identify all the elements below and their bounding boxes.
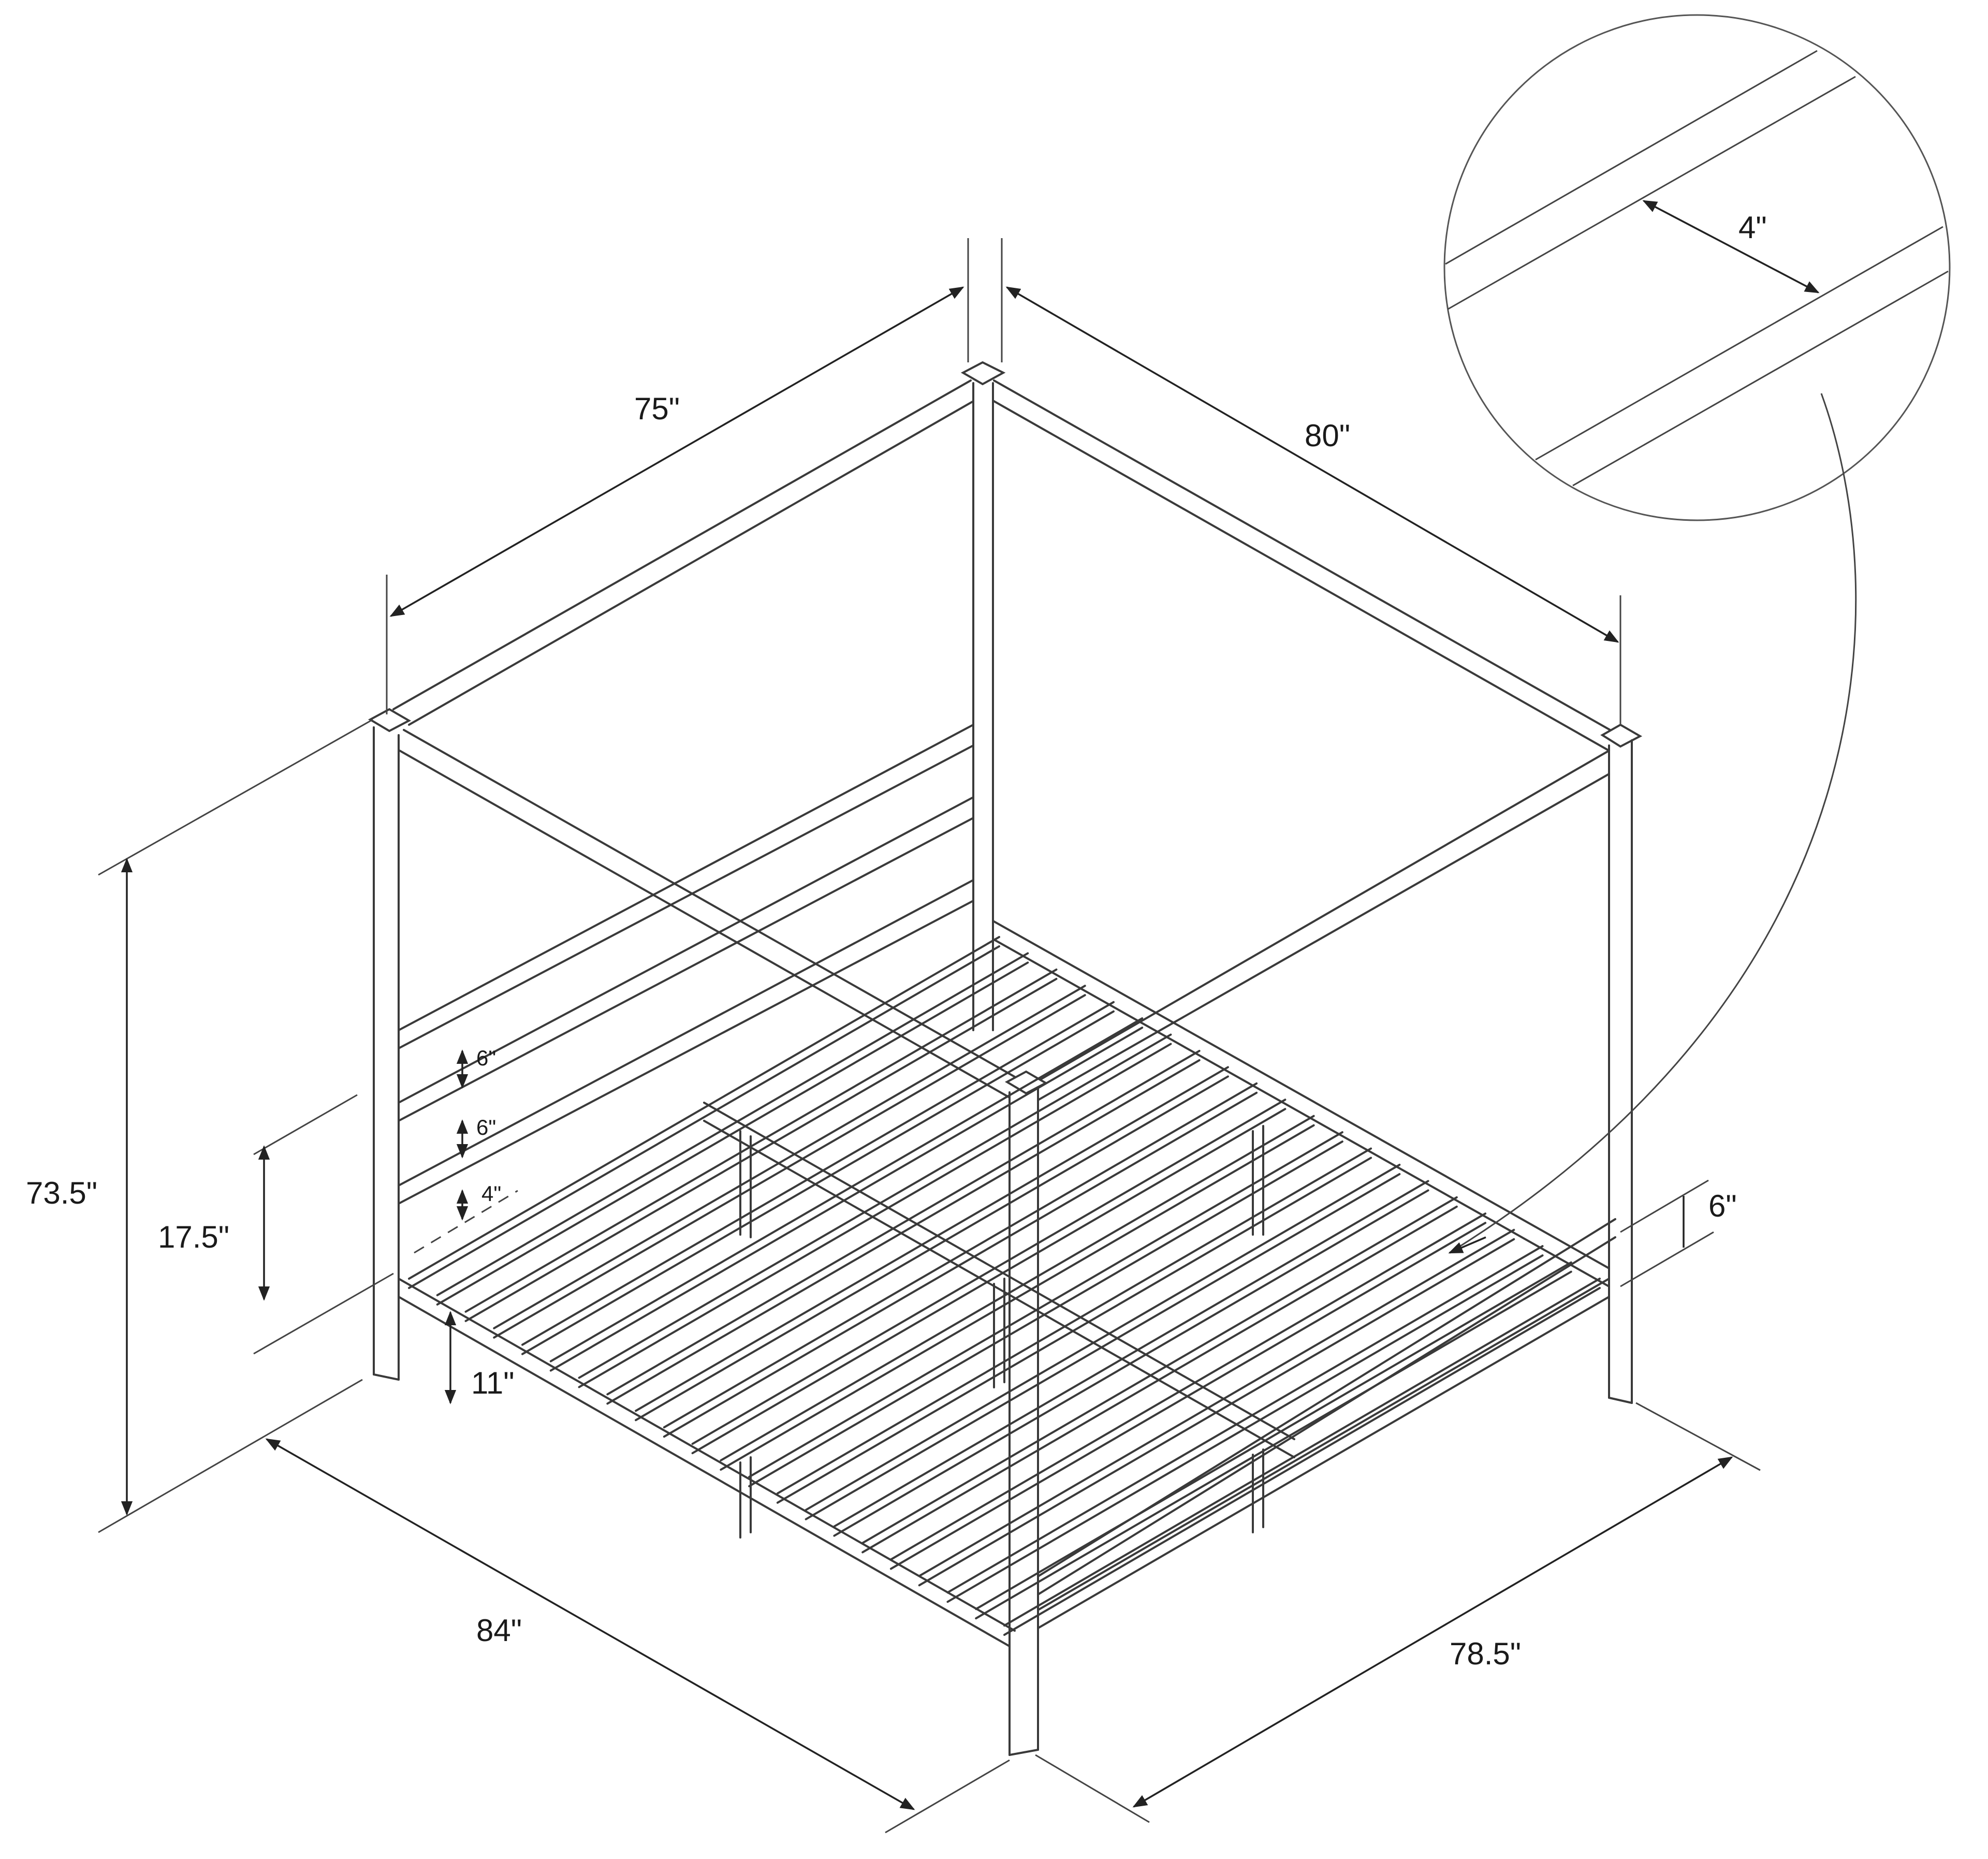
label-17-5: 17.5" bbox=[158, 1220, 229, 1254]
post-right bbox=[1608, 739, 1633, 1404]
detail-inset bbox=[1443, 14, 1951, 521]
label-hb-6b: 6" bbox=[476, 1115, 496, 1139]
dim-line-84 bbox=[265, 1438, 915, 1810]
label-hb-4: 4" bbox=[481, 1181, 501, 1206]
headboard bbox=[398, 724, 974, 1205]
canopy-rail-front-right bbox=[1037, 750, 1610, 1101]
dim-line-75 bbox=[389, 286, 964, 617]
side-rail-left bbox=[398, 1278, 1016, 1647]
extension-lines bbox=[98, 238, 1761, 1834]
label-6-footboard: 6" bbox=[1708, 1189, 1737, 1223]
dim-line-80 bbox=[1005, 286, 1619, 643]
post-back bbox=[972, 382, 994, 1031]
label-84: 84" bbox=[476, 1613, 522, 1648]
dim-line-78-5 bbox=[1132, 1456, 1733, 1808]
label-80: 80" bbox=[1305, 418, 1350, 453]
post-left bbox=[373, 726, 400, 1381]
label-detail-4: 4" bbox=[1738, 210, 1767, 245]
side-rail-right bbox=[993, 920, 1610, 1287]
label-73-5: 73.5" bbox=[26, 1176, 97, 1210]
label-hb-6a: 6" bbox=[476, 1046, 496, 1070]
post-caps bbox=[368, 361, 1643, 1095]
canopy-rail-front-left bbox=[399, 729, 1016, 1099]
detail-leader bbox=[1449, 393, 1857, 1254]
canopy-rail-back-left bbox=[392, 379, 974, 726]
slats bbox=[408, 936, 1601, 1636]
label-11: 11" bbox=[471, 1366, 515, 1400]
label-78-5: 78.5" bbox=[1450, 1636, 1521, 1671]
label-75: 75" bbox=[634, 391, 680, 426]
